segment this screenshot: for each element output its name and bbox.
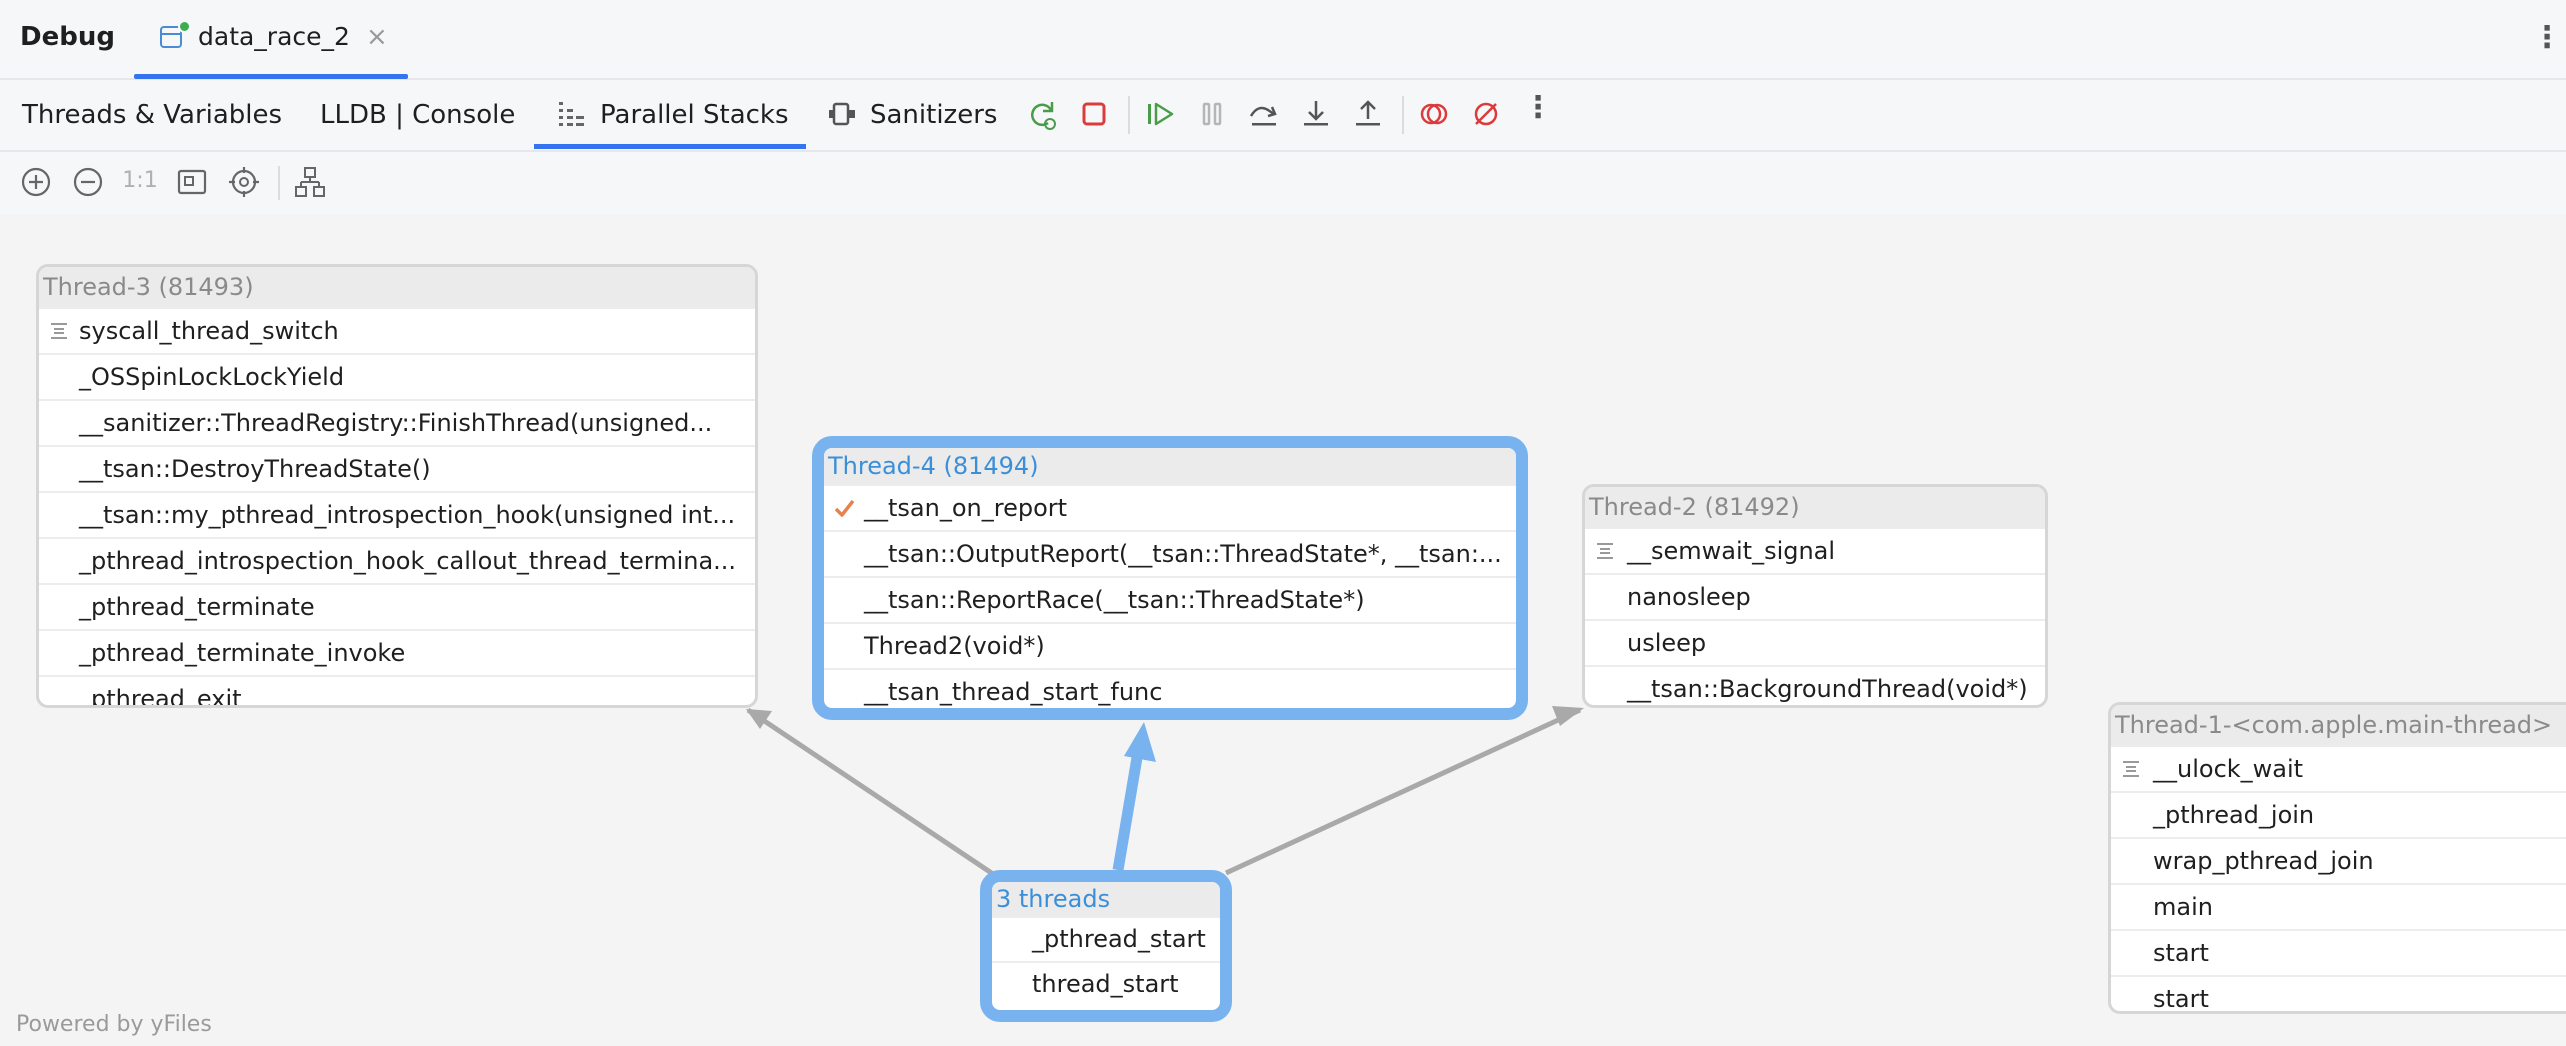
actual-size-button[interactable]: 1:1 [122,168,158,193]
tab-sanitizers-label: Sanitizers [870,100,998,130]
stack-frame[interactable]: __semwait_signal [1585,527,2045,573]
stack-node-thread-1[interactable]: Thread-1-<com.apple.main-thread> __ulock… [2108,702,2566,1014]
stack-frame[interactable]: __tsan::BackgroundThread(void*) [1585,665,2045,705]
thread-stack-icon [2123,761,2139,777]
stack-frame-current[interactable]: __tsan_on_report [824,484,1516,530]
toolbar-separator [1402,96,1404,134]
tab-threads-variables[interactable]: Threads & Variables [22,100,283,130]
parallel-stacks-toolbar: 1:1 [0,152,2566,214]
layout-hierarchy-icon[interactable] [292,164,328,200]
node-title: Thread-4 (81494) [824,448,1516,484]
stack-frame[interactable]: __ulock_wait [2111,745,2566,791]
zoom-in-icon[interactable] [18,164,54,200]
frame-label: __ulock_wait [2153,755,2304,783]
frame-label: syscall_thread_switch [79,317,339,345]
rerun-icon[interactable] [1024,96,1060,132]
stack-frame[interactable]: __sanitizer::ThreadRegistry::FinishThrea… [39,399,755,445]
edge-to-thread-3-arrowhead [746,709,772,729]
stack-frame[interactable]: __tsan::DestroyThreadState() [39,445,755,491]
stack-frame[interactable]: nanosleep [1585,573,2045,619]
stack-node-thread-4[interactable]: Thread-4 (81494) __tsan_on_report __tsan… [812,436,1528,720]
step-out-icon[interactable] [1350,96,1386,132]
stack-frame[interactable]: start [2111,975,2566,1011]
stack-frame[interactable]: _pthread_start [992,916,1220,961]
running-indicator-icon [178,20,191,33]
edge-to-thread-3 [746,707,998,879]
resume-icon[interactable] [1142,96,1178,132]
pause-icon[interactable] [1194,96,1230,132]
stack-frame[interactable]: thread_start [992,961,1220,1006]
stack-frame[interactable]: usleep [1585,619,2045,665]
fit-content-icon[interactable] [174,164,210,200]
stack-frame[interactable]: _pthread_terminate [39,583,755,629]
mute-breakpoints-icon[interactable] [1468,96,1504,132]
node-title: 3 threads [992,882,1220,916]
node-title: Thread-2 (81492) [1585,487,2045,527]
session-tab-underline [134,74,408,79]
stack-node-thread-2[interactable]: Thread-2 (81492) __semwait_signal nanosl… [1582,484,2048,708]
zoom-out-icon[interactable] [70,164,106,200]
session-tab-data-race-2[interactable]: data_race_2 × [134,0,408,79]
stack-node-3-threads[interactable]: 3 threads _pthread_start thread_start [980,870,1232,1022]
toolbar-separator [278,166,280,200]
tab-parallel-stacks-label: Parallel Stacks [600,100,789,130]
stack-frame[interactable]: Thread2(void*) [824,622,1516,668]
close-icon[interactable]: × [366,22,388,52]
node-title: Thread-3 (81493) [39,267,755,307]
stack-frame[interactable]: __tsan::my_pthread_introspection_hook(un… [39,491,755,537]
stack-frame[interactable]: _pthread_terminate_invoke [39,629,755,675]
edge-to-thread-4 [1112,739,1146,871]
debugger-toolbar: Threads & Variables LLDB | Console Paral… [0,80,2566,152]
stack-frame[interactable]: wrap_pthread_join [2111,837,2566,883]
step-over-icon[interactable] [1246,96,1282,132]
thread-stack-icon [51,323,67,339]
current-frame-check-icon [834,499,854,517]
frame-label: __semwait_signal [1627,537,1836,565]
thread-stack-icon [1597,543,1613,559]
parallel-stacks-icon [559,102,584,126]
more-options-icon[interactable]: ⋮ [2532,20,2562,55]
stack-frame[interactable]: __tsan::OutputReport(__tsan::ThreadState… [824,530,1516,576]
view-breakpoints-icon[interactable] [1416,96,1452,132]
stack-frame[interactable]: _OSSpinLockLockYield [39,353,755,399]
stack-frame[interactable]: main [2111,883,2566,929]
stop-icon[interactable] [1076,96,1112,132]
edge-to-thread-4-arrowhead [1124,722,1156,762]
stack-frame[interactable]: start [2111,929,2566,975]
title-bar: Debug data_race_2 × ⋮ [0,0,2566,80]
powered-by-label: Powered by yFiles [16,1012,212,1037]
tab-lldb-console[interactable]: LLDB | Console [320,100,516,130]
more-actions-icon[interactable]: ⋮ [1523,90,1553,125]
edge-to-thread-2 [1224,707,1582,876]
frame-label: __tsan_on_report [864,494,1068,522]
stack-frame[interactable]: _pthread_exit [39,675,755,705]
stack-node-thread-3[interactable]: Thread-3 (81493) syscall_thread_switch _… [36,264,758,708]
stack-frame[interactable]: __tsan::ReportRace(__tsan::ThreadState*) [824,576,1516,622]
node-title: Thread-1-<com.apple.main-thread> [2111,705,2566,745]
sanitizer-icon [829,102,855,126]
session-tab-label: data_race_2 [198,22,350,51]
stack-frame[interactable]: _pthread_introspection_hook_callout_thre… [39,537,755,583]
stack-frame[interactable]: _pthread_join [2111,791,2566,837]
debug-tool-window-title: Debug [20,22,115,52]
active-tab-underline [534,144,806,149]
edge-to-thread-2-arrowhead [1552,706,1584,726]
stack-frame[interactable]: __tsan_thread_start_func [824,668,1516,708]
center-on-current-icon[interactable] [226,164,262,200]
toolbar-separator [1128,96,1130,134]
step-into-icon[interactable] [1298,96,1334,132]
stack-frame[interactable]: syscall_thread_switch [39,307,755,353]
run-config-icon [160,26,182,48]
